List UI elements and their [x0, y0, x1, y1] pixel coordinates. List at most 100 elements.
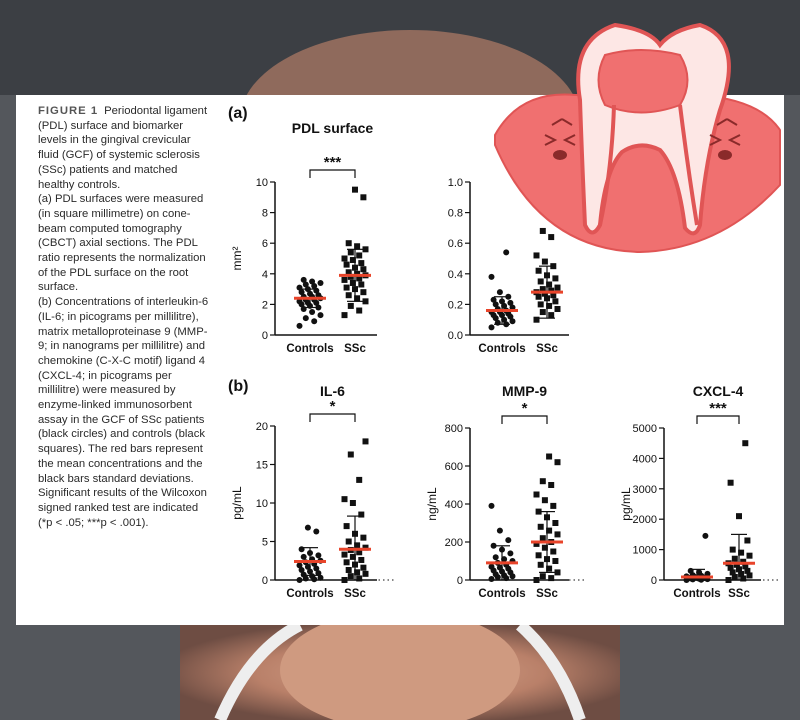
data-point — [354, 295, 361, 302]
y-tick-label: 2000 — [633, 514, 657, 526]
data-point — [539, 535, 546, 542]
chart-title: CXCL-4 — [693, 383, 744, 399]
data-point — [535, 293, 542, 300]
y-tick-label: 10 — [256, 498, 268, 510]
y-tick-label: 5 — [262, 537, 268, 549]
y-axis-label: mm² — [230, 247, 244, 271]
data-point — [354, 569, 361, 576]
data-point — [362, 438, 369, 445]
series-controls — [486, 249, 518, 331]
data-point — [541, 544, 548, 551]
data-point — [537, 278, 544, 285]
data-point — [546, 565, 553, 572]
y-tick-label: 6 — [262, 238, 268, 250]
data-point — [349, 553, 356, 560]
y-axis-label: pg/mL — [619, 487, 633, 521]
significance-bracket — [309, 413, 356, 422]
x-category-label: Controls — [673, 588, 720, 600]
data-point — [360, 564, 367, 571]
data-point — [725, 577, 732, 583]
data-point — [535, 508, 542, 515]
y-tick-label: 20 — [256, 421, 268, 433]
data-point — [360, 289, 367, 296]
data-point — [533, 491, 540, 498]
data-point — [488, 502, 495, 509]
significance-bracket — [309, 169, 356, 178]
data-point — [541, 258, 548, 265]
panel-label-a: (a) — [228, 105, 248, 122]
data-point — [537, 561, 544, 568]
data-point — [541, 497, 548, 504]
data-point — [488, 576, 495, 583]
data-point — [341, 496, 348, 503]
data-point — [503, 249, 510, 256]
data-point — [317, 279, 324, 286]
data-point — [492, 554, 499, 561]
caption-paragraph-3: (b) Concentrations of interleukin-6 (IL-… — [38, 296, 209, 529]
data-point — [300, 276, 307, 283]
data-point — [349, 500, 356, 506]
series-controls — [681, 532, 713, 583]
x-category-label: Controls — [286, 343, 333, 355]
data-point — [349, 257, 356, 264]
data-point — [352, 186, 358, 193]
data-point — [360, 266, 367, 273]
series-ssc — [339, 438, 371, 583]
data-point — [488, 273, 495, 280]
data-point — [539, 573, 546, 580]
data-point — [554, 284, 561, 291]
data-point — [302, 281, 309, 288]
significance-bracket — [696, 415, 740, 424]
data-point — [733, 561, 740, 568]
data-point — [358, 511, 365, 518]
figure-label: FIGURE 1 — [38, 105, 99, 117]
data-point — [550, 502, 557, 509]
data-point — [354, 243, 361, 250]
data-point — [533, 252, 540, 259]
data-point — [727, 479, 734, 486]
chart-title: PDL surface — [292, 120, 374, 136]
y-tick-label: 15 — [256, 460, 268, 472]
data-point — [740, 575, 747, 582]
y-tick-label: 10 — [256, 177, 268, 189]
data-point — [354, 542, 361, 549]
data-point — [554, 531, 561, 538]
x-category-label: Controls — [478, 588, 525, 600]
data-point — [360, 534, 367, 541]
y-tick-label: 0.8 — [448, 208, 463, 220]
data-point — [347, 451, 354, 458]
x-category-label: SSc — [728, 588, 750, 600]
caption-paragraph-2: (a) PDL surfaces were measured (in squar… — [38, 193, 206, 294]
data-point — [309, 309, 316, 316]
data-point — [311, 283, 318, 290]
data-point — [315, 292, 322, 299]
data-point — [343, 523, 350, 530]
data-point — [341, 276, 348, 283]
data-point — [311, 318, 318, 325]
data-point — [746, 552, 753, 559]
data-point — [356, 307, 363, 314]
data-point — [548, 234, 555, 241]
data-point — [550, 292, 557, 299]
y-tick-label: 0 — [457, 575, 463, 587]
data-point — [535, 267, 542, 274]
data-point — [298, 566, 305, 573]
series-ssc — [531, 453, 563, 583]
data-point — [740, 558, 747, 565]
data-point — [347, 273, 354, 280]
data-point — [341, 255, 348, 262]
data-point — [296, 577, 303, 583]
y-tick-label: 800 — [445, 423, 463, 435]
data-point — [356, 549, 363, 556]
data-point — [554, 569, 561, 576]
data-point — [738, 549, 745, 556]
y-tick-label: 4000 — [633, 453, 657, 465]
data-point — [298, 289, 305, 296]
data-point — [744, 537, 751, 544]
